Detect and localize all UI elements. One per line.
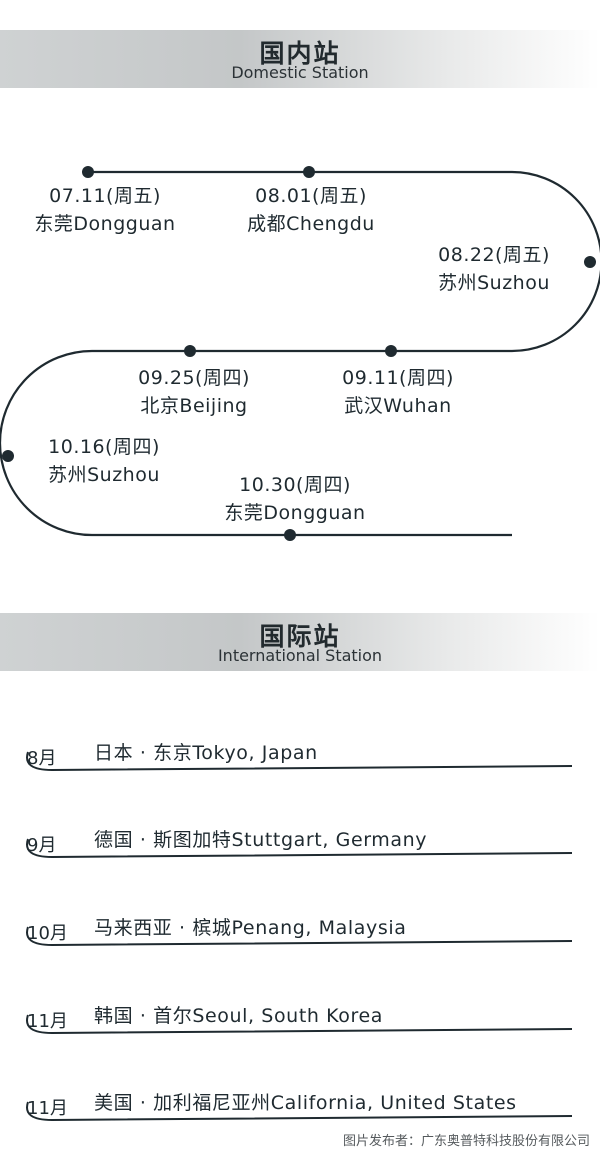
domestic-stop-4: 09.25(周四) 北京Beijing [124, 364, 264, 420]
stop-month: 8月 [27, 748, 57, 769]
month-bracket [26, 838, 573, 859]
month-bracket [26, 1101, 573, 1122]
stop-city: 苏州Suzhou [438, 272, 550, 294]
domestic-stop-6: 10.16(周四) 苏州Suzhou [34, 433, 174, 489]
route-dot-1 [82, 166, 94, 178]
stop-date: 07.11(周五) [49, 185, 161, 207]
international-stop-3: 10月 马来西亚 · 槟城Penang, Malaysia [0, 913, 600, 973]
route-dot-2 [303, 166, 315, 178]
domestic-banner: 国内站 Domestic Station [0, 30, 600, 88]
route-dot-6 [2, 450, 14, 462]
route-dot-3 [584, 256, 596, 268]
stop-date: 09.25(周四) [138, 367, 250, 389]
international-subtitle: International Station [217, 646, 383, 665]
domestic-route [0, 166, 600, 541]
image-caption: 图片发布者：广东奥普特科技股份有限公司 [342, 1134, 590, 1149]
stop-city: 东莞Dongguan [34, 213, 176, 235]
domestic-stop-7: 10.30(周四) 东莞Dongguan [210, 471, 380, 527]
stop-date: 10.16(周四) [48, 436, 160, 458]
international-stop-5: 11月 美国 · 加利福尼亚州California, United States [0, 1088, 600, 1148]
stop-date: 09.11(周四) [342, 367, 454, 389]
stop-month: 11月 [27, 1098, 68, 1119]
stop-city: 成都Chengdu [247, 213, 375, 235]
month-bracket [26, 751, 573, 772]
month-bracket [26, 1014, 573, 1035]
stop-city: 北京Beijing [140, 395, 248, 417]
route-dot-4 [184, 345, 196, 357]
domestic-subtitle: Domestic Station [231, 63, 369, 82]
stop-city: 东莞Dongguan [224, 502, 366, 524]
stop-date: 10.30(周四) [239, 474, 351, 496]
domestic-stop-2: 08.01(周五) 成都Chengdu [236, 182, 386, 238]
stop-city: 苏州Suzhou [48, 464, 160, 486]
stop-destination: 马来西亚 · 槟城Penang, Malaysia [94, 917, 407, 939]
domestic-title: 国内站 [259, 39, 341, 68]
stop-month: 9月 [27, 835, 57, 856]
international-stop-4: 11月 韩国 · 首尔Seoul, South Korea [0, 1001, 600, 1061]
stop-date: 08.01(周五) [255, 185, 367, 207]
domestic-stop-1: 07.11(周五) 东莞Dongguan [25, 182, 185, 238]
international-title: 国际站 [259, 622, 341, 651]
stop-destination: 美国 · 加利福尼亚州California, United States [94, 1092, 517, 1114]
stop-destination: 日本 · 东京Tokyo, Japan [94, 742, 318, 764]
route-path [0, 170, 600, 537]
stop-month: 10月 [27, 923, 68, 944]
domestic-stop-3: 08.22(周五) 苏州Suzhou [424, 241, 564, 297]
stop-destination: 德国 · 斯图加特Stuttgart, Germany [94, 829, 428, 851]
route-dot-5 [385, 345, 397, 357]
international-stop-2: 9月 德国 · 斯图加特Stuttgart, Germany [0, 825, 600, 885]
international-stop-1: 8月 日本 · 东京Tokyo, Japan [0, 738, 600, 798]
route-dot-7 [284, 529, 296, 541]
month-bracket [26, 926, 573, 947]
stop-month: 11月 [27, 1011, 68, 1032]
stop-destination: 韩国 · 首尔Seoul, South Korea [94, 1005, 384, 1027]
domestic-stop-5: 09.11(周四) 武汉Wuhan [328, 364, 468, 420]
international-banner: 国际站 International Station [0, 613, 600, 671]
stop-city: 武汉Wuhan [344, 395, 452, 417]
stop-date: 08.22(周五) [438, 244, 550, 266]
